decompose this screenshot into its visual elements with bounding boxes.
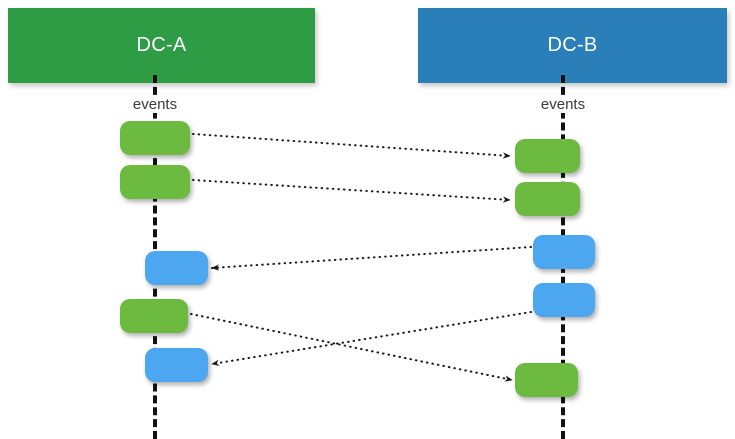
event-box-a3[interactable] <box>145 251 208 285</box>
event-box-b2[interactable] <box>515 182 580 216</box>
arrow-a4-b5 <box>190 313 513 382</box>
event-box-b5[interactable] <box>515 363 578 397</box>
dc-header-label: DC-A <box>136 34 187 56</box>
dc-header-label: DC-B <box>547 34 598 56</box>
event-box-b4[interactable] <box>533 283 595 317</box>
event-box-b1[interactable] <box>515 139 580 173</box>
event-box-a1[interactable] <box>120 121 190 155</box>
event-box-b3[interactable] <box>533 235 595 269</box>
dc-header-dc-b[interactable]: DC-B <box>418 8 727 83</box>
event-box-a5[interactable] <box>145 348 208 382</box>
arrow-b4-a5 <box>211 311 532 366</box>
dc-header-dc-a[interactable]: DC-A <box>8 8 315 83</box>
arrow-a2-b2 <box>192 179 511 203</box>
arrow-a1-b1 <box>192 133 511 159</box>
event-box-a2[interactable] <box>120 165 190 199</box>
arrow-b3-a3 <box>211 246 532 271</box>
events-label-dc-a: events <box>126 96 184 113</box>
event-box-a4[interactable] <box>120 299 188 333</box>
events-label-dc-b: events <box>534 96 592 113</box>
